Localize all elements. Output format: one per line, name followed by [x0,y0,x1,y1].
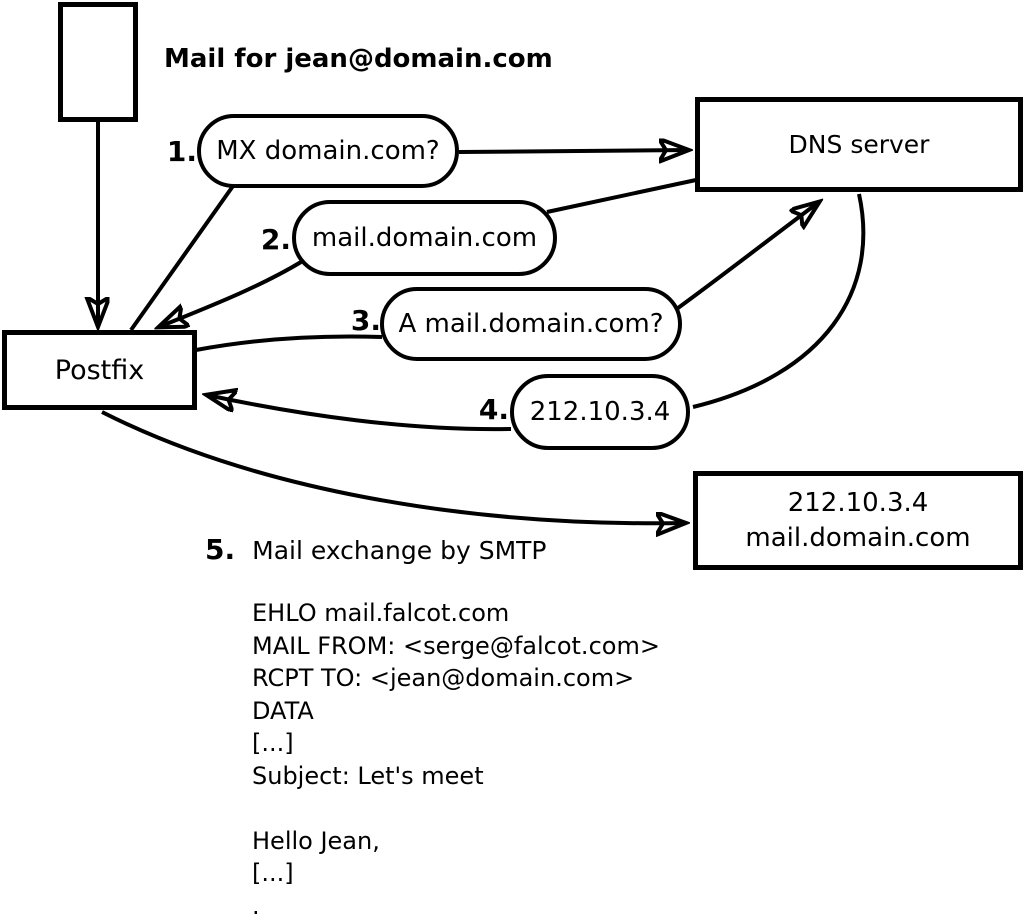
step-5-label: Mail exchange by SMTP [252,536,547,565]
destination-server-box: 212.10.3.4 mail.domain.com [693,471,1023,570]
connector-pill1-to-dns [458,150,688,152]
step-1-pill: MX domain.com? [197,114,459,188]
connector-postfix-to-destination [101,410,685,523]
destination-ip-label: 212.10.3.4 [787,487,929,518]
dns-server-box: DNS server [695,97,1023,192]
mail-for-label: Mail for jean@domain.com [164,44,553,74]
connector-dns-to-pill2 [546,178,697,214]
connector-dns-to-pill4 [692,193,866,409]
step-3-label: A mail.domain.com? [398,309,664,339]
step-2-number: 2. [260,223,291,256]
destination-host-label: mail.domain.com [745,522,971,553]
step-1-number: 1. [166,135,197,168]
step-1-label: MX domain.com? [216,136,440,166]
smtp-session-text: EHLO mail.falcot.com MAIL FROM: <serge@f… [252,599,660,919]
step-5-number: 5. [205,533,236,566]
step-4-pill: 212.10.3.4 [510,374,690,450]
connector-pill4-to-postfix [207,395,512,432]
envelope-box [58,2,138,122]
postfix-box: Postfix [2,330,197,410]
connector-postfix-to-pill1 [129,184,235,332]
step-4-number: 4. [478,393,509,426]
step-3-pill: A mail.domain.com? [380,287,682,361]
step-5-caption: 5. Mail exchange by SMTP [205,534,547,566]
step-2-label: mail.domain.com [311,223,538,253]
dns-server-label: DNS server [788,130,930,159]
connector-pill2-to-postfix [159,260,303,327]
connector-pill3-to-dns [676,202,819,310]
step-2-pill: mail.domain.com [292,200,557,276]
postfix-label: Postfix [54,354,145,386]
step-3-number: 3. [350,304,381,337]
connector-postfix-to-pill3 [195,334,383,352]
step-4-label: 212.10.3.4 [529,397,671,427]
